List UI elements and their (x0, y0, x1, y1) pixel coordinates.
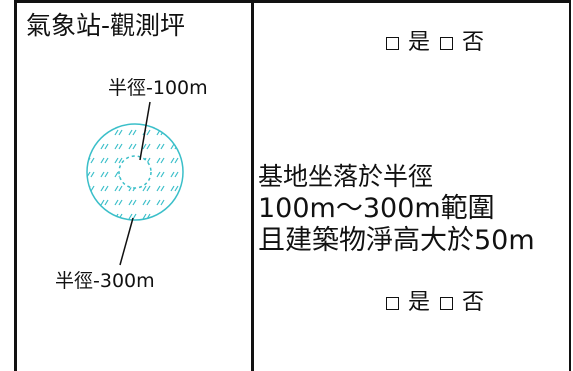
outer-label-leader (119, 217, 134, 266)
top-yes-label: 是 (408, 30, 431, 55)
requirement-line-3: 且建築物淨高大於50m (258, 225, 535, 256)
requirement-text: 基地坐落於半徑 100m～300m範圍 且建築物淨高大於50m (258, 161, 535, 257)
bottom-yes-label: 是 (408, 290, 431, 315)
requirement-line-1: 基地坐落於半徑 (258, 162, 434, 191)
table-border-top (14, 0, 571, 3)
top-yes-no-row: 是 否 (386, 29, 494, 57)
bottom-no-label: 否 (462, 290, 485, 315)
inner-label-leader (139, 101, 151, 161)
table-border-left (14, 0, 17, 371)
requirement-line-2: 100m～300m範圍 (258, 193, 495, 224)
top-no-label: 否 (462, 30, 485, 55)
inner-radius-circle (118, 155, 152, 189)
table-divider (251, 0, 254, 371)
table-border-right (569, 0, 571, 371)
bottom-yes-checkbox[interactable] (386, 296, 399, 310)
outer-radius-label: 半徑-300m (55, 270, 155, 292)
inner-radius-label: 半徑-100m (108, 77, 208, 99)
bottom-yes-no-row: 是 否 (386, 289, 494, 317)
top-yes-checkbox[interactable] (386, 36, 399, 50)
cell-title: 氣象站-觀測坪 (26, 11, 186, 40)
bottom-no-checkbox[interactable] (440, 296, 454, 310)
top-no-checkbox[interactable] (440, 36, 454, 50)
